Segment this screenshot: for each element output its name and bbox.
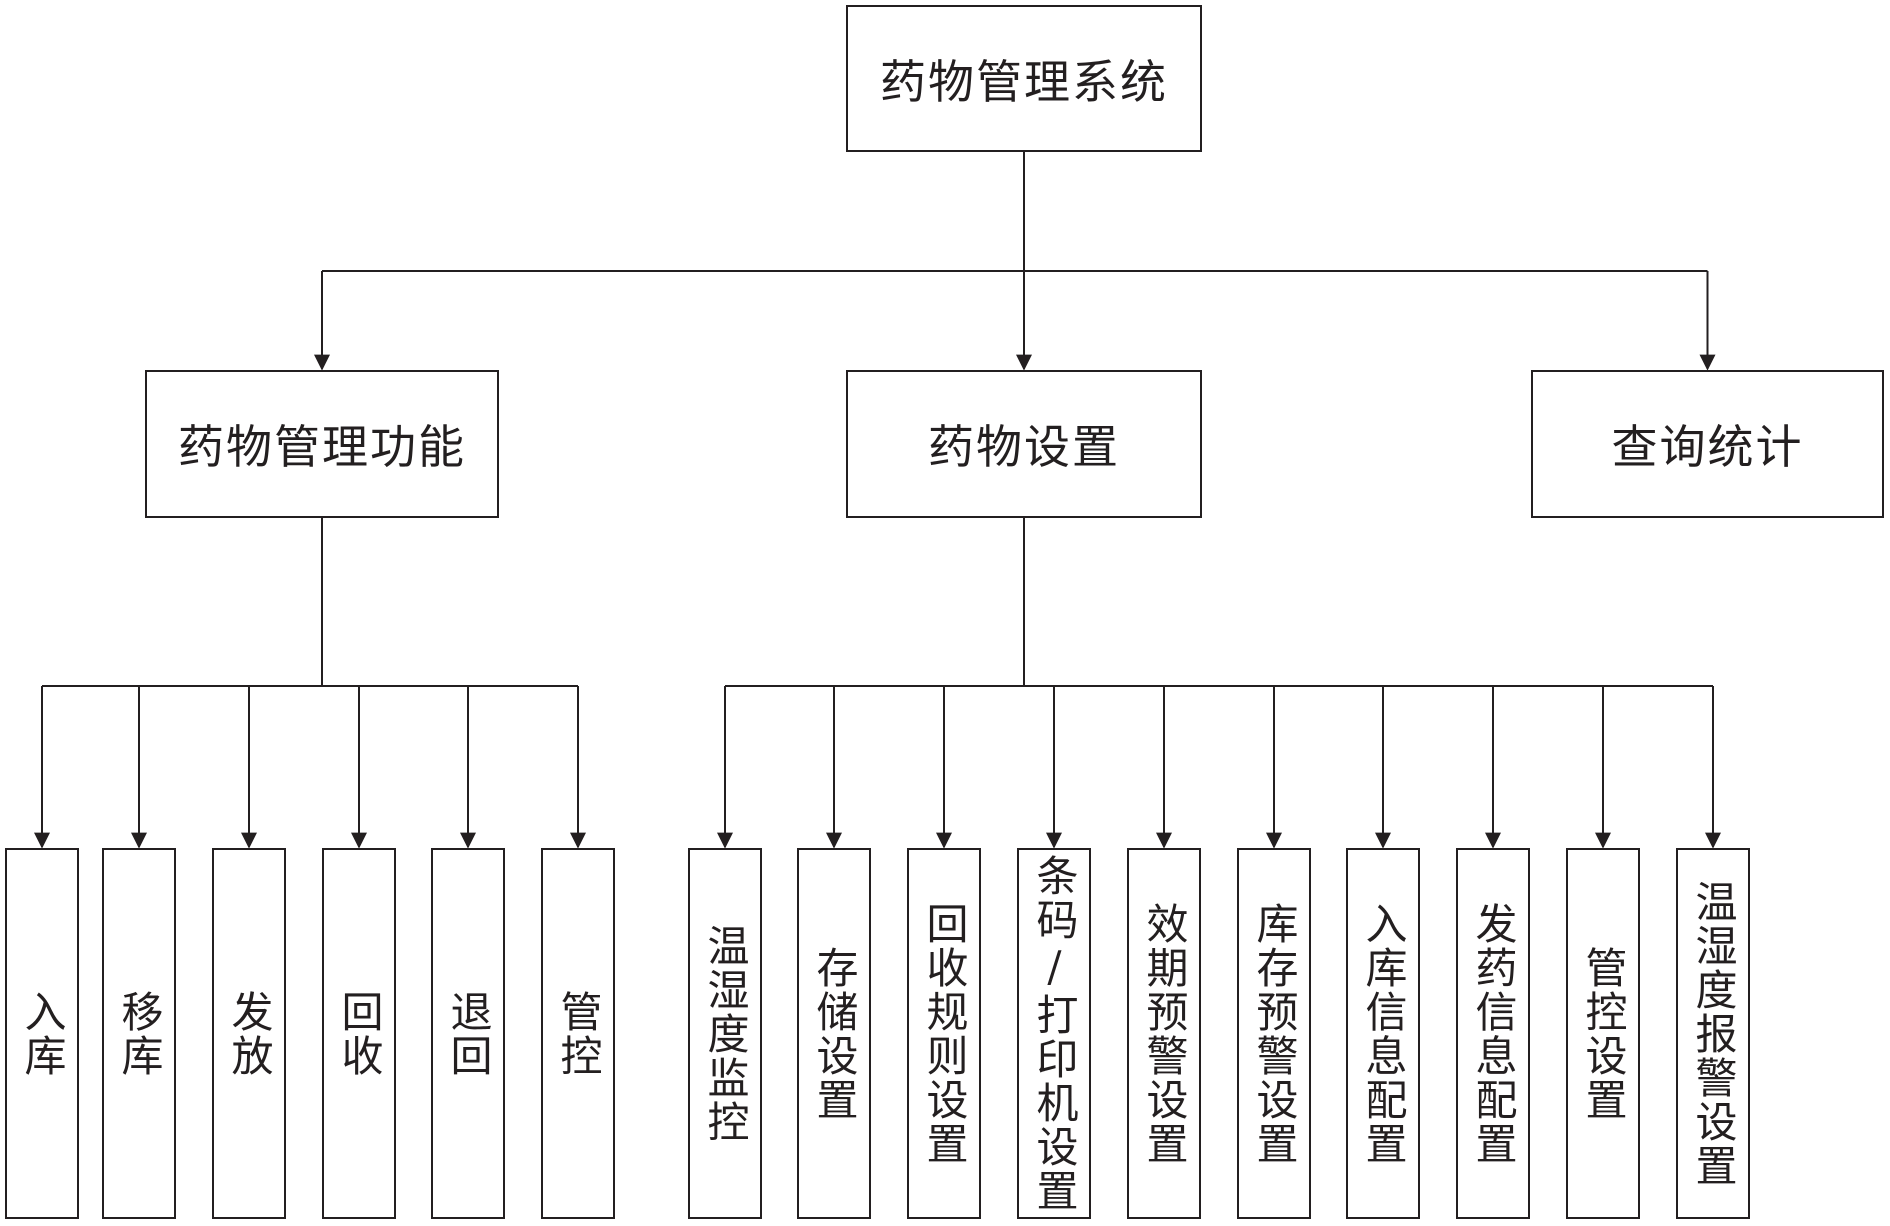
leaf-label: 回收 [335,989,384,1078]
category-node-drug-settings: 药物设置 [846,370,1202,518]
leaf-node: 退回 [431,848,505,1219]
leaf-label: 发放 [225,989,274,1078]
category-label: 查询统计 [1611,420,1804,474]
root-label: 药物管理系统 [880,54,1168,109]
leaf-node: 库存预警设置 [1237,848,1311,1219]
leaf-node: 条码/打印机设置 [1017,848,1091,1219]
leaf-label: 效期预警设置 [1140,901,1189,1166]
leaf-node: 温湿度报警设置 [1676,848,1750,1219]
root-node: 药物管理系统 [846,5,1202,152]
leaf-node: 发药信息配置 [1456,848,1530,1219]
leaf-label: 温湿度监控 [701,923,750,1144]
leaf-label: 温湿度报警设置 [1689,879,1738,1188]
leaf-node: 管控 [541,848,615,1219]
leaf-label: 入库 [18,989,67,1078]
leaf-label: 退回 [444,989,493,1078]
leaf-label: 管控设置 [1579,945,1628,1122]
category-node-drug-management: 药物管理功能 [145,370,499,518]
leaf-node: 入库 [5,848,79,1219]
leaf-label: 库存预警设置 [1250,901,1299,1166]
leaf-label: 回收规则设置 [920,901,969,1166]
category-label: 药物管理功能 [178,420,466,474]
category-node-query-statistics: 查询统计 [1531,370,1884,518]
leaf-node: 发放 [212,848,286,1219]
leaf-node: 回收 [322,848,396,1219]
leaf-label: 条码/打印机设置 [1030,854,1079,1213]
leaf-label: 管控 [554,989,603,1078]
leaf-node: 回收规则设置 [907,848,981,1219]
leaf-label: 发药信息配置 [1469,901,1518,1166]
leaf-label: 存储设置 [810,945,859,1122]
leaf-node: 效期预警设置 [1127,848,1201,1219]
leaf-label: 入库信息配置 [1359,901,1408,1166]
leaf-node: 温湿度监控 [688,848,762,1219]
leaf-node: 入库信息配置 [1346,848,1420,1219]
leaf-node: 移库 [102,848,176,1219]
leaf-node: 存储设置 [797,848,871,1219]
leaf-node: 管控设置 [1566,848,1640,1219]
category-label: 药物设置 [928,420,1120,474]
leaf-label: 移库 [115,989,164,1078]
